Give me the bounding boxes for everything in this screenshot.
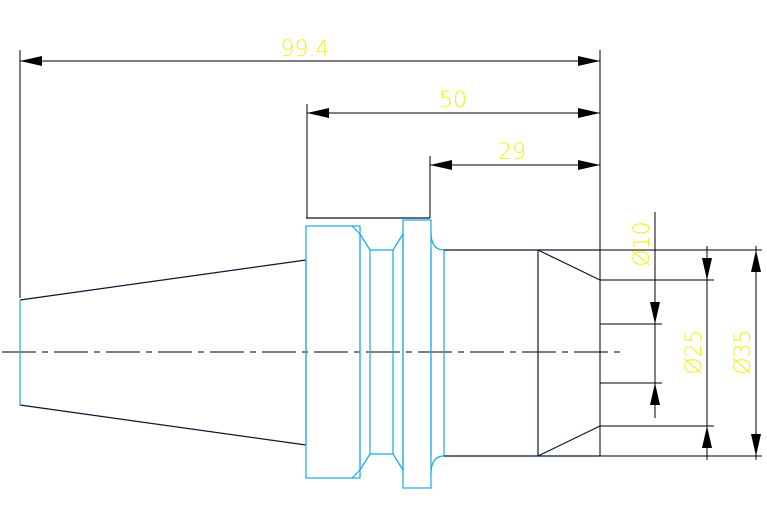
dim-text-d25: Ø25 — [682, 329, 707, 374]
dim-line-50 — [307, 108, 600, 118]
taper-section — [19, 259, 307, 446]
dim-text-29: 29 — [498, 140, 526, 165]
dim-line-29 — [430, 160, 600, 170]
dim-line-99-4 — [20, 56, 600, 66]
dim-line-d10 — [650, 212, 660, 418]
dim-line-d35 — [751, 246, 761, 460]
dim-line-d25 — [702, 246, 712, 460]
dim-text-d10: Ø10 — [630, 221, 655, 266]
dim-text-99-4: 99.4 — [281, 37, 330, 62]
extension-lines — [19, 50, 762, 457]
collet-nose — [444, 249, 601, 457]
dim-text-50: 50 — [439, 88, 467, 113]
flange-body — [305, 219, 445, 489]
dim-text-d35: Ø35 — [731, 329, 756, 374]
